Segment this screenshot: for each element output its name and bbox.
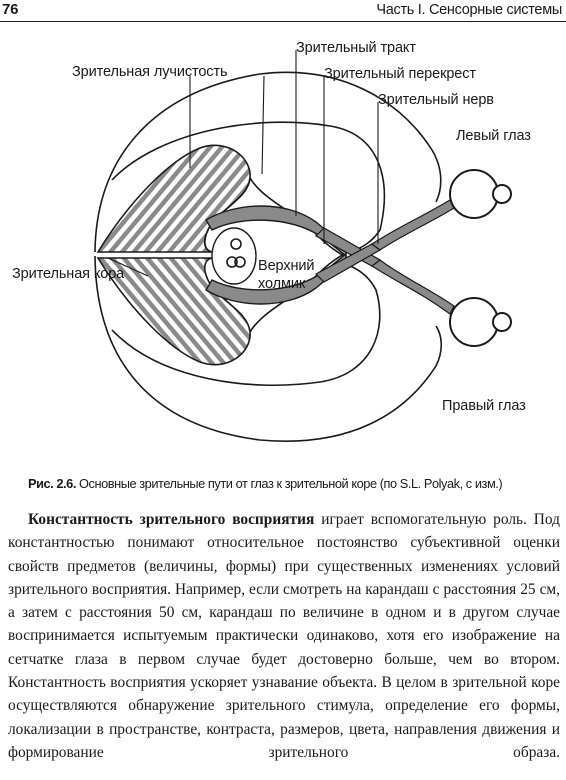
label-superior-colliculus-line1: Верхний <box>258 258 315 274</box>
caption-label: Рис. 2.6. <box>28 476 76 491</box>
label-optic-chiasm: Зрительный перекрест <box>324 66 476 82</box>
page-header: 76 Часть I. Сенсорные системы <box>0 0 566 24</box>
header-rule <box>0 21 566 22</box>
label-optic-radiation: Зрительная лучистость <box>72 64 228 80</box>
label-left-eye: Левый глаз <box>456 128 531 144</box>
superior-colliculus <box>211 227 257 285</box>
label-superior-colliculus-line2: холмик <box>258 276 306 292</box>
paragraph-text: играет вспомогательную роль. Под констан… <box>8 511 560 761</box>
upper-hemisphere-outline <box>94 71 442 253</box>
body-paragraph: Константность зрительного восприятия игр… <box>8 508 560 764</box>
right-eye <box>449 297 499 347</box>
caption-text: Основные зрительные пути от глаз к зрите… <box>75 476 503 491</box>
visual-pathways-diagram <box>94 50 512 442</box>
left-eye <box>449 169 499 219</box>
label-optic-nerve: Зрительный нерв <box>378 92 494 108</box>
page-number: 76 <box>2 1 19 18</box>
lower-optic-radiation <box>96 257 251 366</box>
label-optic-tract: Зрительный тракт <box>296 40 416 56</box>
optic-nerve-right <box>370 259 455 315</box>
lower-inner-fold <box>111 265 381 386</box>
upper-inner-fold <box>111 121 386 253</box>
paragraph-lead-term: Константность зрительного восприятия <box>28 511 315 528</box>
label-right-eye: Правый глаз <box>442 398 526 414</box>
figure-visual-pathways: Зрительная лучистость Зрительный тракт З… <box>0 30 566 470</box>
running-head: Часть I. Сенсорные системы <box>376 2 562 18</box>
figure-caption: Рис. 2.6. Основные зрительные пути от гл… <box>28 476 558 491</box>
label-visual-cortex: Зрительная кора <box>12 266 125 282</box>
lower-hemisphere-outline <box>94 255 443 442</box>
